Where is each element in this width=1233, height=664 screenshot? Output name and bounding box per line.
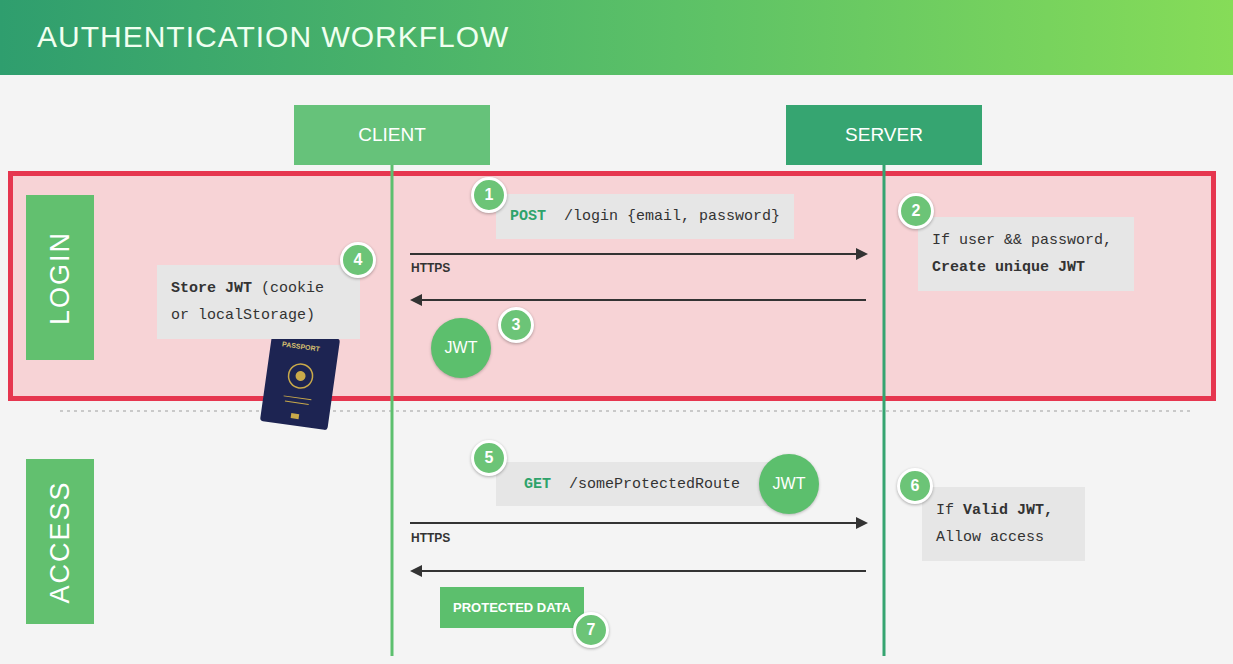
login-band: LOGIN POST/login {email, password} If user… — [8, 171, 1216, 401]
passport-chip — [291, 413, 300, 419]
passport-line — [284, 396, 312, 400]
participant-box: CLIENT — [294, 105, 490, 165]
box-text: JWT — [445, 339, 478, 357]
passport-line — [285, 401, 309, 404]
passport-emblem — [295, 370, 306, 381]
protocol-label: HTTPS — [411, 261, 450, 275]
callout-number: 5 — [471, 440, 507, 476]
box-text: Create unique JWT — [932, 254, 1120, 281]
callout-number: 4 — [340, 242, 376, 278]
jwt-token: JWT — [759, 454, 819, 514]
box-text: GET — [524, 476, 551, 493]
callout-number: 1 — [471, 177, 507, 213]
box-text: If — [936, 502, 954, 519]
box-text: /login {email, password} — [564, 208, 780, 225]
arrow-head — [856, 248, 868, 260]
arrow-head — [410, 294, 422, 306]
passport-cover — [260, 330, 340, 431]
box-text: ACCESS — [45, 480, 76, 603]
box-text: SERVER — [845, 124, 923, 146]
server-lifeline — [883, 165, 886, 656]
box-text: Allow access — [936, 524, 1071, 551]
box-text: PROTECTED DATA — [453, 600, 571, 615]
arrow-head — [856, 517, 868, 529]
separator-line — [60, 410, 1192, 412]
callout-number: 7 — [573, 612, 609, 648]
request-box: GET/someProtectedRoute — [496, 462, 786, 506]
phase-label: ACCESS — [26, 459, 94, 624]
passport-illustration — [260, 330, 340, 431]
message-arrow — [410, 253, 858, 255]
message-arrow — [420, 299, 866, 301]
callout-number: 3 — [498, 307, 534, 343]
request-box: POST/login {email, password} — [496, 194, 794, 239]
callout-number: 2 — [898, 193, 934, 229]
box-text: LOGIN — [45, 230, 76, 324]
response-box: PROTECTED DATA — [440, 587, 584, 628]
server-step-box: If Valid JWT, Allow access — [922, 487, 1085, 561]
jwt-token: JWT — [431, 318, 491, 378]
arrow-head — [410, 565, 422, 577]
box-text: Store JWT — [171, 280, 252, 297]
message-arrow — [410, 522, 858, 524]
client-lifeline — [391, 165, 394, 656]
box-text: CLIENT — [358, 124, 426, 146]
diagram-title: AUTHENTICATION WORKFLOW — [37, 20, 509, 54]
box-text: If user && password, — [932, 227, 1120, 254]
box-text: JWT — [773, 475, 806, 493]
message-arrow — [420, 570, 866, 572]
callout-number: 6 — [897, 468, 933, 504]
participant-box: SERVER — [786, 105, 982, 165]
phase-label: LOGIN — [26, 195, 94, 360]
passport-emblem — [287, 362, 314, 389]
storage-box: Store JWT(cookie or localStorage) — [157, 265, 360, 339]
box-text: /someProtectedRoute — [569, 476, 740, 493]
box-text: Valid JWT, — [963, 502, 1053, 519]
server-step-box: If user && password,Create unique JWT — [918, 217, 1134, 291]
protocol-label: HTTPS — [411, 531, 450, 545]
box-text: POST — [510, 208, 546, 225]
